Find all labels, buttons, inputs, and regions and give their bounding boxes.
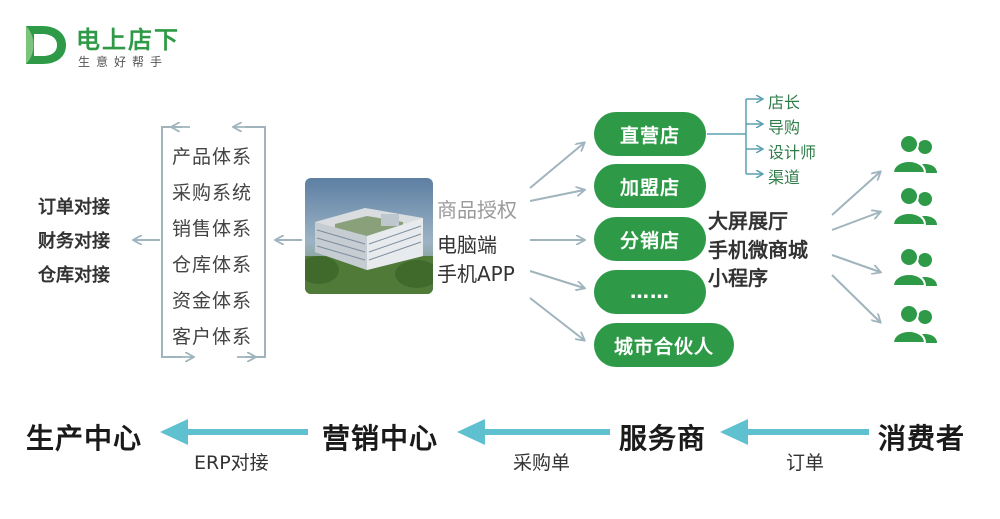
- system-warehouse: 仓库体系: [172, 254, 253, 276]
- role-shopping-guide: 导购: [768, 118, 801, 137]
- stage-production-center: 生产中心: [26, 422, 143, 455]
- system-sales: 销售体系: [172, 218, 253, 240]
- flow-arrows: [160, 419, 869, 445]
- store-distribution: 分销店: [594, 217, 706, 261]
- roles-tree: [707, 99, 762, 174]
- system-product: 产品体系: [172, 146, 253, 168]
- role-channel: 渠道: [768, 168, 801, 187]
- role-designer: 设计师: [768, 143, 817, 162]
- pc-client-label: 电脑端: [437, 233, 497, 257]
- flow-label-purchase-order: 采购单: [513, 452, 571, 474]
- integration-warehouse: 仓库对接: [38, 265, 110, 286]
- channel-showroom: 大屏展厅: [708, 209, 788, 233]
- channel-mini-program: 小程序: [708, 266, 768, 290]
- logo-d-icon: [26, 26, 66, 64]
- system-customer: 客户体系: [172, 326, 253, 348]
- system-funds: 资金体系: [172, 290, 253, 312]
- main-arrows: [134, 143, 880, 340]
- store-direct: 直营店: [594, 112, 706, 156]
- customer-group-icon: [891, 134, 937, 174]
- integration-finance: 财务对接: [38, 231, 110, 252]
- stage-consumer: 消费者: [878, 422, 966, 455]
- store-city-partner: 城市合伙人: [594, 323, 734, 367]
- customer-group-icon: [891, 186, 937, 226]
- logo-title: 电上店下: [76, 26, 180, 54]
- stage-marketing-center: 营销中心: [322, 422, 439, 455]
- role-store-manager: 店长: [768, 93, 801, 112]
- store-franchise: 加盟店: [594, 164, 706, 208]
- logo-subtitle: 生意好帮手: [78, 55, 169, 69]
- bracket-arrows: [172, 127, 255, 357]
- customer-group-icon: [891, 247, 937, 287]
- mobile-app-label: 手机APP: [437, 262, 515, 286]
- product-authorization-label: 商品授权: [437, 198, 517, 222]
- integration-order: 订单对接: [38, 197, 110, 218]
- system-purchase: 采购系统: [172, 182, 253, 204]
- channel-wechat-mall: 手机微商城: [708, 238, 808, 262]
- stage-service-provider: 服务商: [619, 422, 707, 455]
- flow-label-order: 订单: [786, 452, 825, 474]
- flow-label-erp: ERP对接: [194, 452, 269, 474]
- headquarters-building-image: [305, 178, 433, 294]
- customer-group-icon: [891, 304, 937, 344]
- store-more: ……: [594, 270, 706, 314]
